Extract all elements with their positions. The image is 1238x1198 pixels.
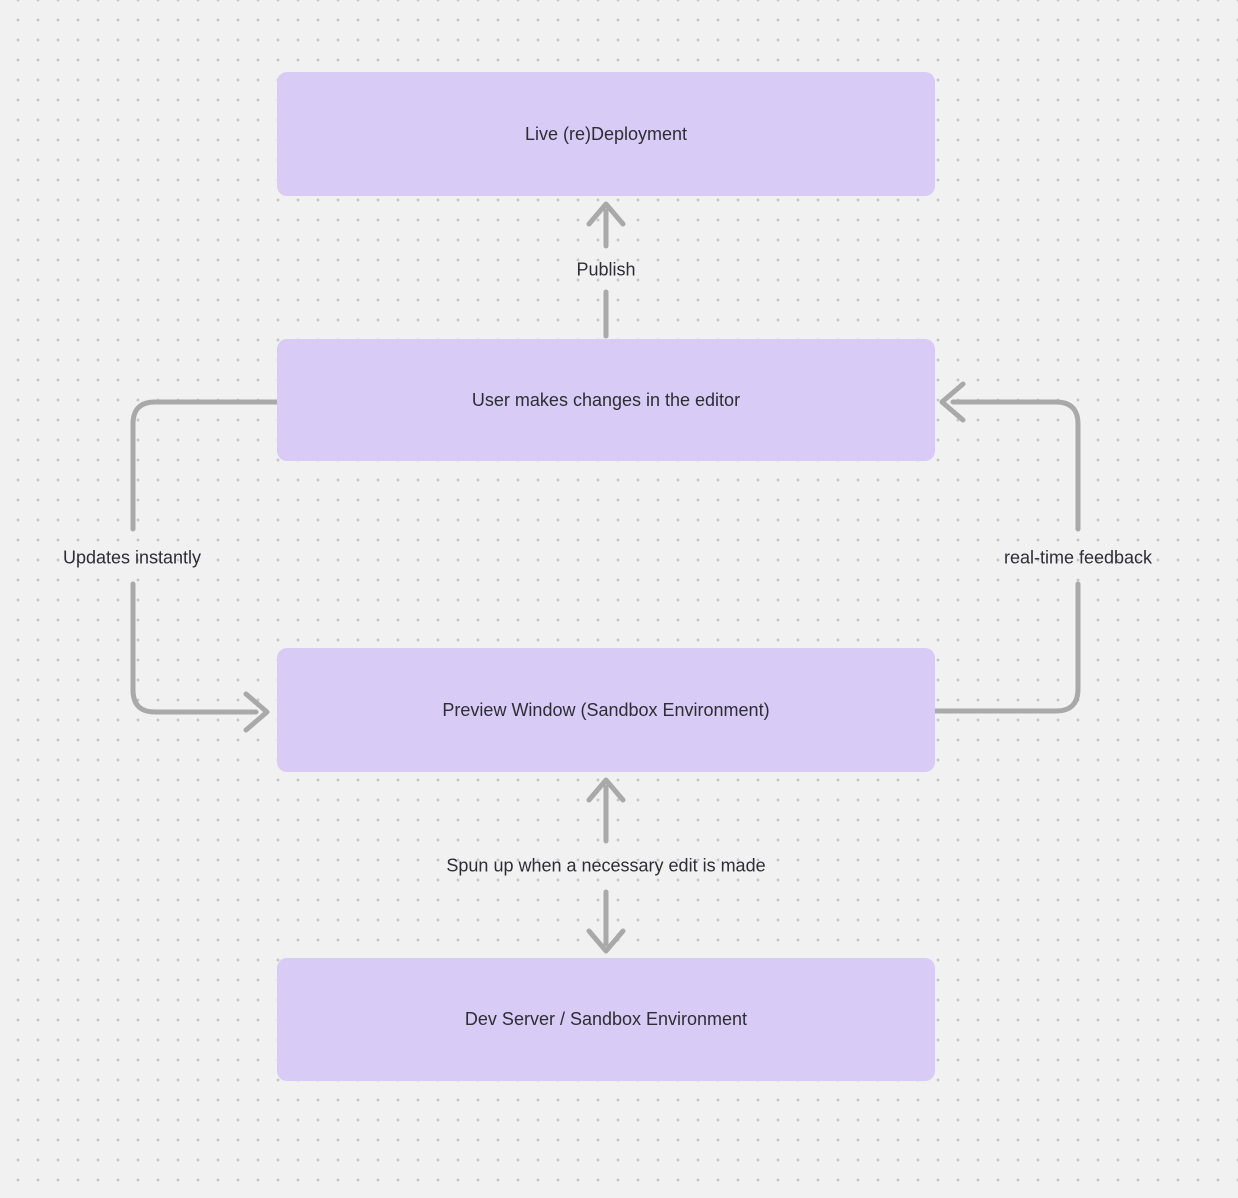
node-user-editor-label: User makes changes in the editor — [471, 389, 741, 410]
node-dev-server: Dev Server / Sandbox Environment — [277, 958, 935, 1081]
arrow-realtime-lower — [932, 581, 1081, 714]
node-user-editor: User makes changes in the editor — [277, 339, 935, 461]
arrow-sandbox-spinup — [586, 777, 626, 954]
arrow-publish — [586, 201, 626, 339]
edge-label-updates-instantly: Updates instantly — [62, 547, 202, 568]
arrow-realtime-upper — [950, 399, 1081, 532]
arrow-realtime-feedback — [932, 381, 1081, 714]
node-live-redeployment-label: Live (re)Deployment — [524, 123, 688, 144]
arrow-updates-upper — [130, 399, 280, 532]
node-dev-server-label: Dev Server / Sandbox Environment — [464, 1009, 748, 1029]
edge-label-publish: Publish — [576, 259, 636, 280]
arrow-updates-head — [243, 691, 270, 733]
arrow-spinup-up-head — [586, 777, 626, 803]
arrow-updates-lower — [130, 581, 259, 715]
node-preview-window: Preview Window (Sandbox Environment) — [277, 648, 935, 772]
arrow-publish-head — [586, 201, 626, 227]
edge-label-sandbox-spinup: Spun up when a necessary edit is made — [446, 855, 766, 876]
arrow-spinup-down-head — [586, 928, 626, 954]
arrow-realtime-head — [939, 381, 966, 423]
node-preview-window-label: Preview Window (Sandbox Environment) — [442, 699, 770, 720]
arrow-updates-instantly — [130, 399, 280, 733]
node-live-redeployment: Live (re)Deployment — [277, 72, 935, 196]
edge-label-realtime-feedback: real-time feedback — [1003, 547, 1153, 568]
